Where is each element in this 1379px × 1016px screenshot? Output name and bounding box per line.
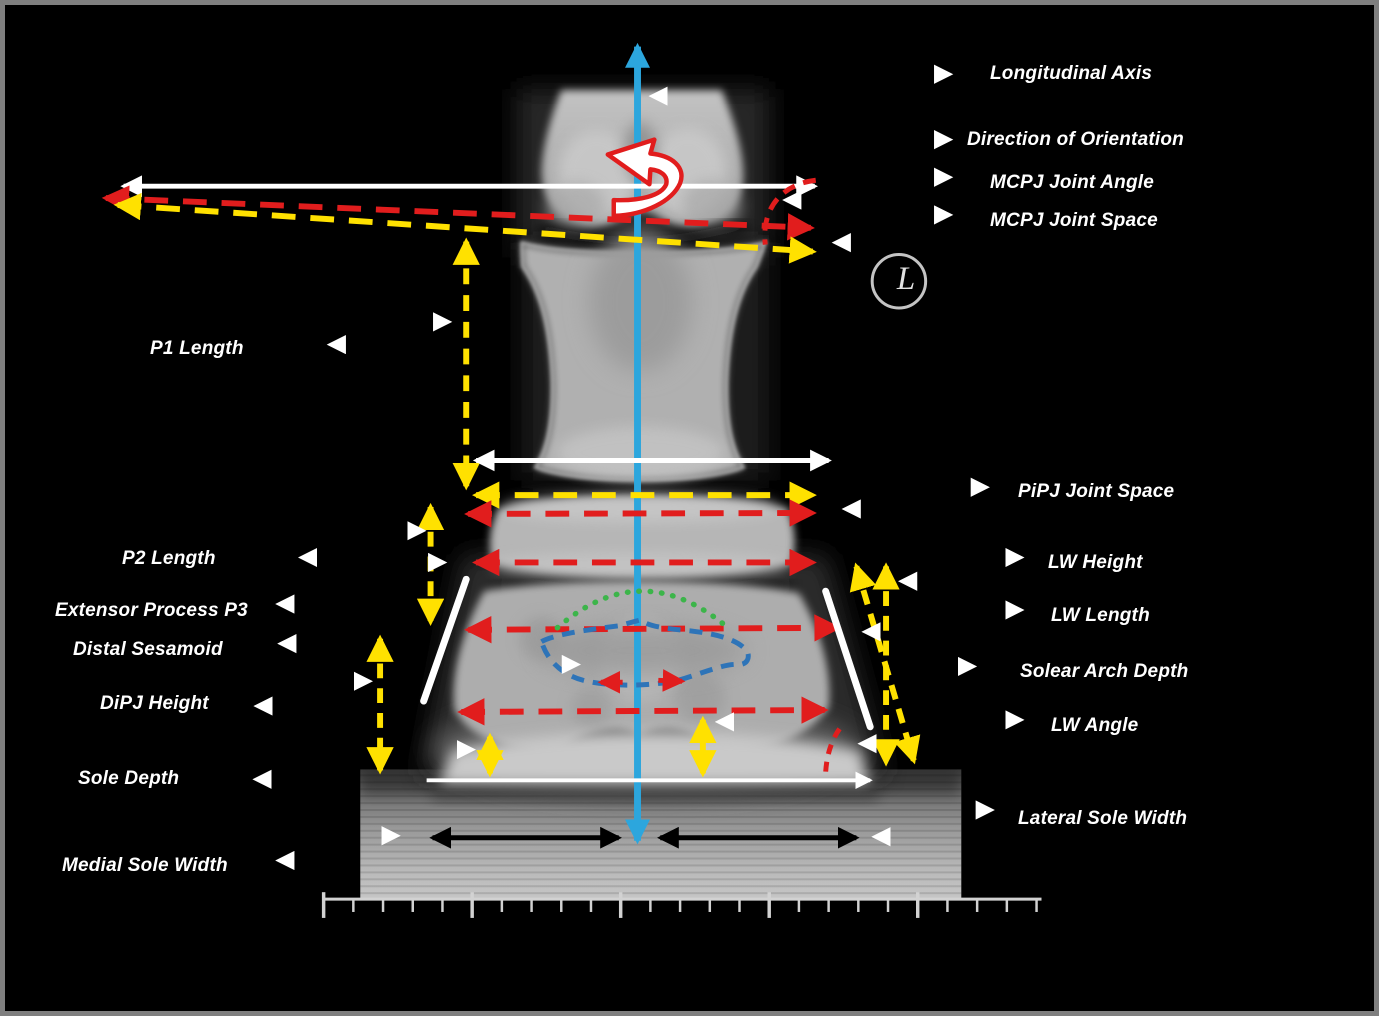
vertical-measures <box>366 237 480 775</box>
label-extensor-process-p3: Extensor Process P3 <box>55 600 248 621</box>
label-p1-length: P1 Length <box>150 338 244 359</box>
label-dipj-height: DiPJ Height <box>100 693 209 714</box>
annotation-overlay <box>101 42 1042 918</box>
label-p2-length: P2 Length <box>122 548 216 569</box>
medial-wall-line <box>420 575 470 705</box>
label-distal-sesamoid: Distal Sesamoid <box>73 639 223 660</box>
label-solear-arch-depth: Solear Arch Depth <box>1020 661 1189 682</box>
left-marker: L <box>896 261 916 297</box>
label-medial-sole-width: Medial Sole Width <box>62 855 228 876</box>
direction-of-orientation-arrow <box>605 137 684 219</box>
lateral-wall-line <box>822 587 874 731</box>
mcpj-measure-lines <box>101 175 819 264</box>
mcpj-angle-arc <box>762 177 817 245</box>
label-mcpj-joint-angle: MCPJ Joint Angle <box>990 172 1155 193</box>
extensor-process-outline <box>554 588 729 631</box>
sole-measures <box>426 715 873 849</box>
label-sole-depth: Sole Depth <box>78 768 180 789</box>
label-pipj-joint-space: PiPJ Joint Space <box>1018 481 1175 502</box>
label-longitudinal-axis: Longitudinal Axis <box>990 63 1153 84</box>
label-lw-length: LW Length <box>1051 605 1150 626</box>
label-lateral-sole-width: Lateral Sole Width <box>1018 808 1188 829</box>
label-direction-of-orientation: Direction of Orientation <box>967 129 1184 150</box>
label-lw-height: LW Height <box>1048 552 1143 573</box>
orientation-marker-circle <box>870 253 928 310</box>
label-lw-angle: LW Angle <box>1051 715 1139 736</box>
horizontal-measures <box>457 449 842 726</box>
scale-ruler <box>321 892 1042 918</box>
bone-outlines <box>538 588 751 694</box>
label-mcpj-joint-space: MCPJ Joint Space <box>990 210 1158 231</box>
lw-angle-arc <box>823 727 842 773</box>
lateral-wall-measures <box>420 562 921 773</box>
